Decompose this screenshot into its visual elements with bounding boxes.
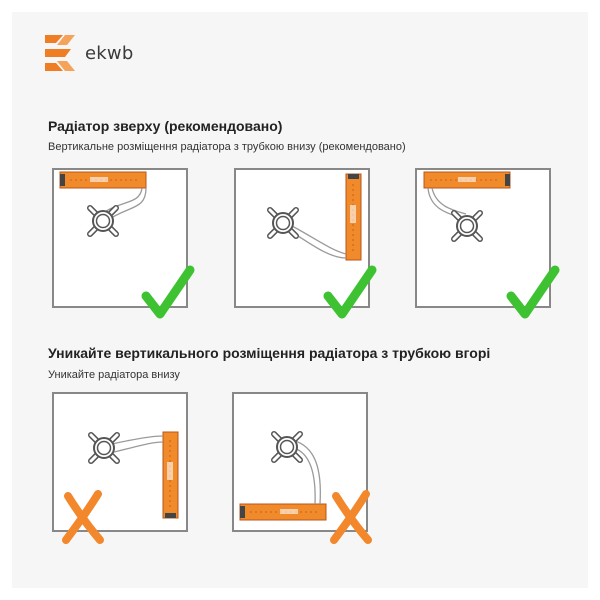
check-icon [141,265,195,319]
ek-logo-icon [45,35,75,71]
section-good-title: Радіатор зверху (рекомендовано) [48,118,283,134]
pump-icon [454,213,480,239]
radiator-top-1 [59,171,147,189]
radiator-bottom-5 [239,503,327,521]
pump-icon [270,210,296,236]
section-good-subtitle: Вертикальне розміщення радіатора з трубк… [48,141,406,153]
ekwb-logo: ekwb [41,33,133,73]
radiator-right-2 [345,173,362,261]
check-icon [323,265,377,319]
check-icon [506,265,560,319]
case-diagram-1 [52,168,188,308]
pump-icon [90,208,116,234]
brand-name: ekwb [85,42,134,64]
pump-icon [91,435,117,461]
cross-icon [62,490,104,544]
radiator-top-3 [423,171,511,189]
radiator-right-4 [162,431,179,519]
cross-icon [330,490,372,544]
section-bad-title: Уникайте вертикального розміщення радіат… [48,345,491,361]
section-bad-subtitle: Уникайте радіатора внизу [48,369,180,381]
case-diagram-3 [415,168,551,308]
pump-icon [274,434,300,460]
